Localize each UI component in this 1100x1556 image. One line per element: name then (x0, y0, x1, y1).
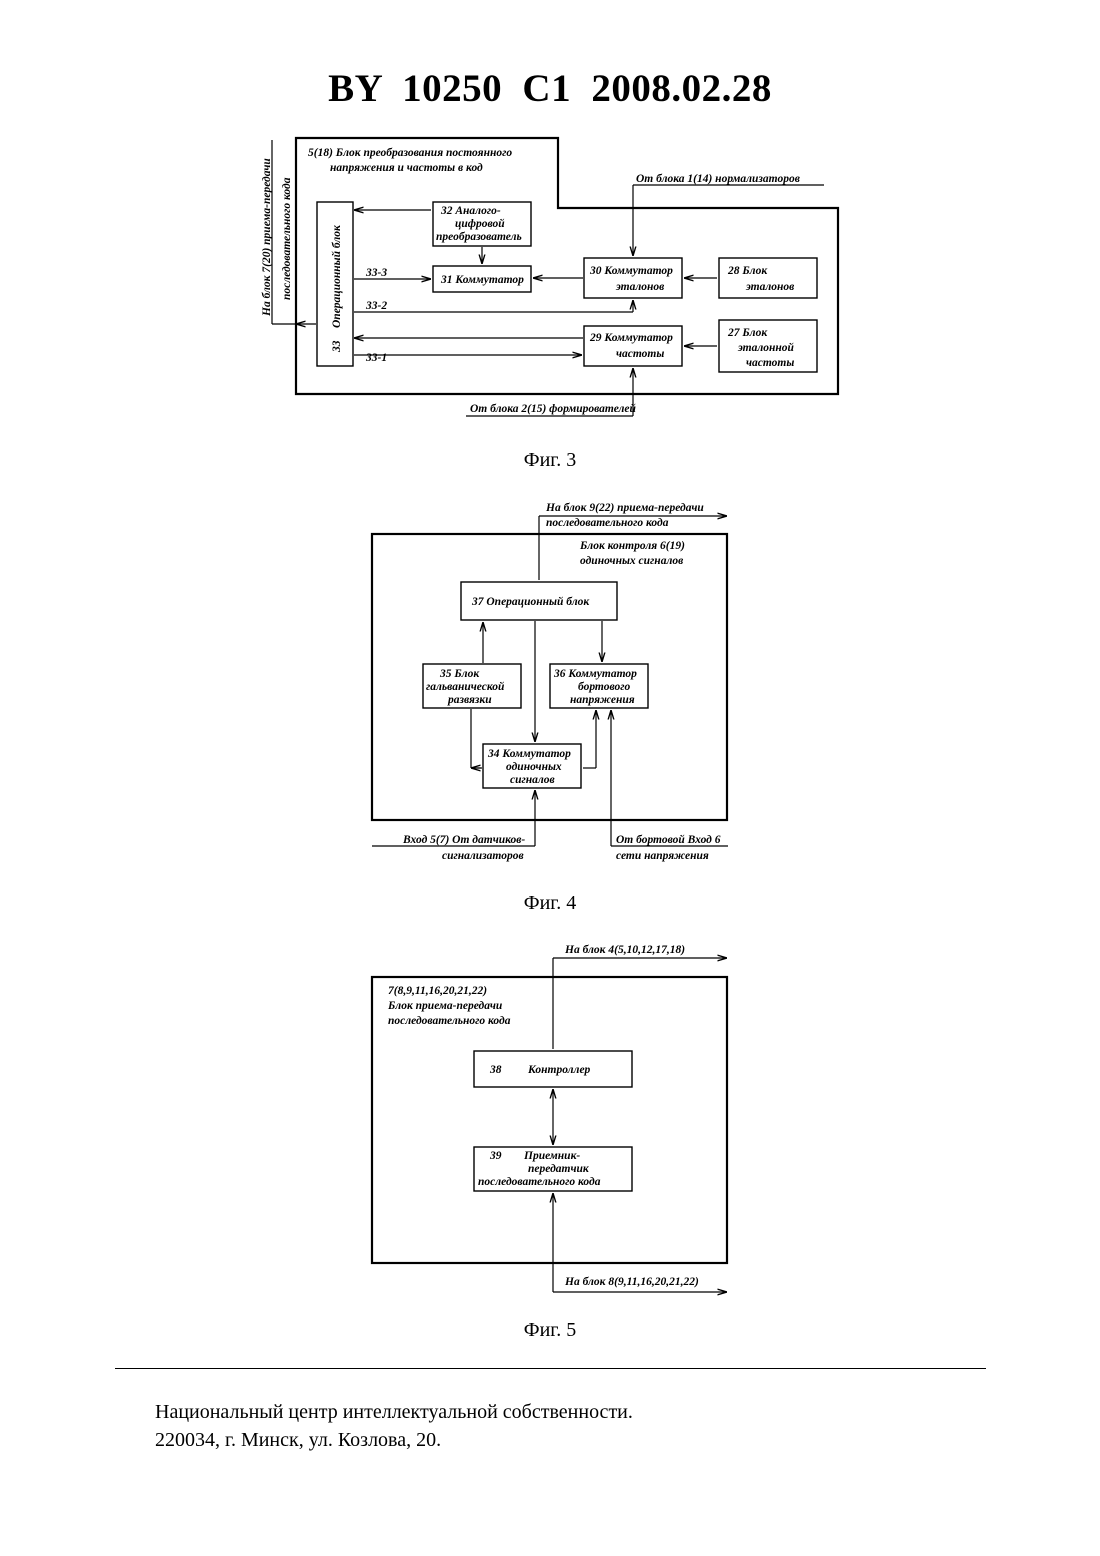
fig4-out-top-2: последовательного кода (546, 517, 669, 529)
fig4-block35-3: развязки (447, 694, 492, 706)
fig5-block39-num: 39 (489, 1150, 502, 1162)
fig5-frame-label-1: 7(8,9,11,16,20,21,22) (388, 985, 487, 997)
fig5-block38-label: Контроллер (527, 1064, 591, 1076)
fig5-block38-num: 38 (489, 1064, 502, 1076)
fig5-block39-3: последовательного кода (478, 1176, 601, 1188)
fig4-frame-label-2: одиночных сигналов (580, 555, 683, 567)
fig3-line-33-2: 33-2 (365, 300, 387, 312)
fig4-block36-3: напряжения (570, 694, 635, 706)
figure-3: 5(18) Блок преобразования постоянного на… (0, 130, 1100, 430)
fig4-input-left-1: Вход 5(7) От датчиков- (402, 834, 525, 846)
fig5-frame-label-3: последовательного кода (388, 1015, 511, 1027)
fig3-switch30-2: эталонов (615, 281, 664, 293)
figure-5: 7(8,9,11,16,20,21,22) Блок приема-переда… (0, 938, 1100, 1298)
fig4-block36-2: бортового (578, 681, 630, 693)
fig3-block28-1: 28 Блок (727, 265, 768, 277)
fig4-block34-1: 34 Коммутатор (487, 748, 571, 760)
fig3-switch29-2: частоты (616, 348, 664, 360)
fig5-frame-label-2: Блок приема-передачи (387, 1000, 503, 1012)
fig5-out-top: На блок 4(5,10,12,17,18) (564, 944, 685, 956)
figure-3-caption: Фиг. 3 (0, 449, 1100, 472)
fig3-input-bottom: От блока 2(15) формирователей (470, 402, 637, 415)
fig3-block27-3: частоты (746, 357, 794, 369)
fig3-switch29-1: 29 Коммутатор (589, 332, 673, 344)
fig3-block28-2: эталонов (745, 281, 794, 293)
patent-header: BY 10250 C1 2008.02.28 (0, 66, 1100, 111)
fig3-block27-1: 27 Блок (727, 327, 768, 339)
footer-rule (115, 1368, 986, 1369)
fig4-block34-2: одиночных (506, 761, 562, 773)
figure-5-caption: Фиг. 5 (0, 1319, 1100, 1342)
fig3-line-33-1: 33-1 (365, 352, 387, 364)
fig5-block39-1: Приемник- (523, 1150, 580, 1162)
fig3-frame-label-2: напряжения и частоты в код (330, 162, 483, 174)
fig3-op-block-num: 33 (331, 340, 343, 353)
fig4-input-right-1: От бортовой Вход 6 (616, 833, 721, 846)
footer: Национальный центр интеллектуальной собс… (155, 1398, 633, 1454)
fig4-block35-1: 35 Блок (439, 668, 480, 680)
fig3-switch30-1: 30 Коммутатор (589, 265, 673, 277)
figure-4: Блок контроля 6(19) одиночных сигналов Н… (0, 495, 1100, 865)
fig3-adc-1: 32 Аналого- (440, 205, 501, 217)
fig3-side-label-1: На блок 7(20) приема-передачи (261, 158, 273, 317)
fig3-adc-2: цифровой (455, 217, 505, 230)
figure-4-caption: Фиг. 4 (0, 892, 1100, 915)
fig4-input-right-2: сети напряжения (616, 850, 709, 862)
fig4-frame-label-1: Блок контроля 6(19) (579, 540, 685, 552)
fig5-block39-2: передатчик (528, 1163, 590, 1175)
figure-5-diagram: 7(8,9,11,16,20,21,22) Блок приема-переда… (0, 938, 1100, 1298)
fig4-block35-2: гальванической (426, 680, 505, 693)
fig4-block36-1: 36 Коммутатор (553, 668, 637, 680)
fig3-block27-2: эталонной (737, 341, 794, 354)
fig3-side-label-2: последовательного кода (281, 177, 293, 300)
fig4-out-top-1: На блок 9(22) приема-передачи (545, 502, 704, 514)
fig3-op-block-label: Операционный блок (330, 224, 343, 328)
figure-3-diagram: 5(18) Блок преобразования постоянного на… (0, 130, 1100, 430)
footer-line-1: Национальный центр интеллектуальной собс… (155, 1398, 633, 1426)
fig3-input-top: От блока 1(14) нормализаторов (636, 173, 800, 185)
fig4-op-block-label: 37 Операционный блок (471, 595, 590, 608)
fig3-frame-label-1: 5(18) Блок преобразования постоянного (308, 147, 512, 159)
fig5-out-bottom: На блок 8(9,11,16,20,21,22) (564, 1276, 699, 1288)
fig3-switch31-label: 31 Коммутатор (440, 274, 524, 286)
fig3-adc-3: преобразователь (436, 231, 522, 243)
footer-line-2: 220034, г. Минск, ул. Козлова, 20. (155, 1426, 633, 1454)
fig4-block34-3: сигналов (510, 774, 555, 786)
fig4-input-left-2: сигнализаторов (442, 850, 524, 862)
fig3-line-33-3: 33-3 (365, 267, 387, 279)
figure-4-diagram: Блок контроля 6(19) одиночных сигналов Н… (0, 495, 1100, 865)
